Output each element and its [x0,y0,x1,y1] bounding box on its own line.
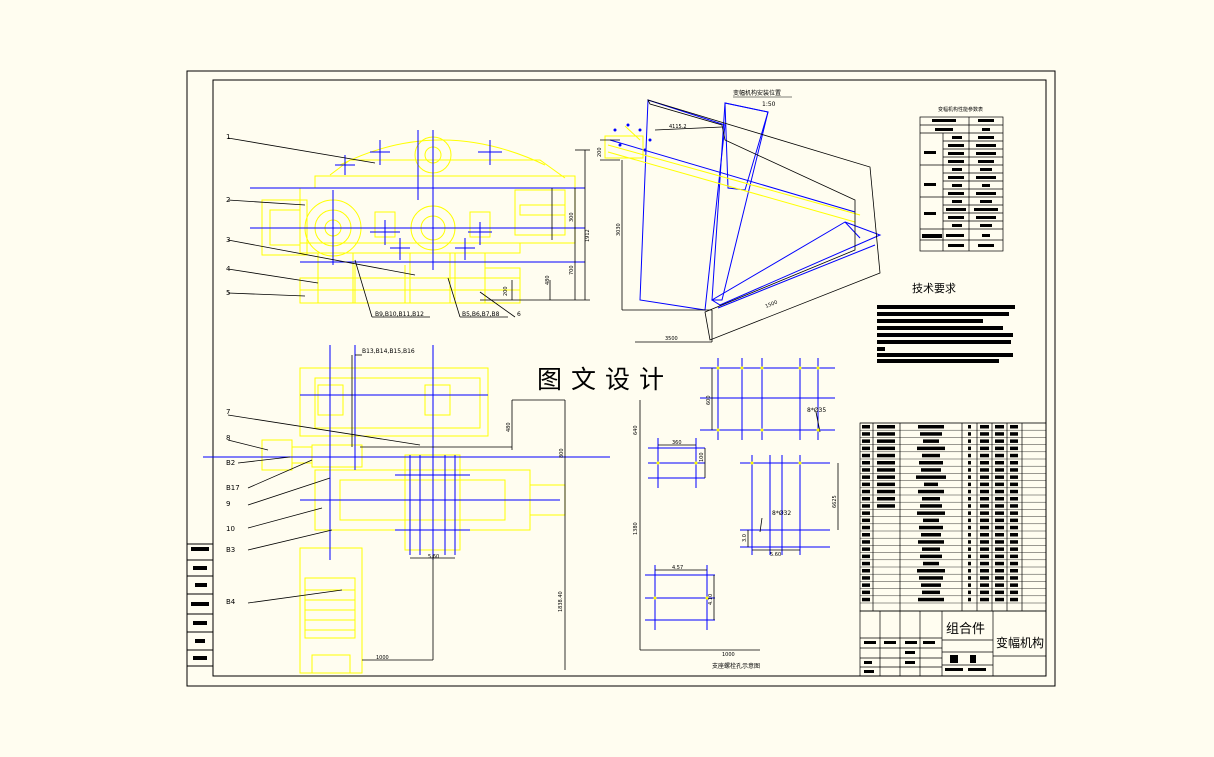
callout-4: 4 [226,265,231,273]
callout-8: 8 [226,434,230,442]
callout-b13-b16: B13,B14,B15,B16 [362,348,415,355]
param-table: 变幅机构性能参数表 [919,106,1004,252]
dim-5-60: 5.60 [428,554,439,560]
dim-480-plan: 480 [506,422,512,432]
dim-3030: 3030 [616,223,622,236]
callout-b4: B4 [226,598,236,606]
callout-10: 10 [226,525,235,533]
callout-7: 7 [226,408,230,416]
callout-5: 5 [226,289,230,297]
callout-2: 2 [226,196,230,204]
param-table-title: 变幅机构性能参数表 [938,106,983,113]
dim-1838: 1838.40 [558,591,564,612]
callout-3: 3 [226,236,230,244]
dim-200: 200 [503,286,509,296]
callout-b5-b8: B5,B6,B7,B8 [462,311,500,318]
title-block-title: 变幅机构 [996,635,1044,650]
dim-800: 800 [559,448,565,458]
plan-view: B13,B14,B15,B16 7 8 B2 B17 9 10 B3 B4 48… [203,345,610,674]
luffing-title: 变幅机构安装位置 [733,89,781,97]
callout-b2: B2 [226,459,235,467]
dim-1500: 1500 [765,300,779,310]
dim-6625: 6625 [832,495,838,508]
dim-100: 100 [699,452,705,462]
dim-4115: 4115.2 [669,124,687,130]
tech-requirements: 技术要求 [877,282,1015,363]
dim-360: 360 [672,440,682,446]
outer-frame [186,70,1056,687]
title-block-name: 组合件 [946,622,985,637]
note-8-35: 8*Ø35 [807,407,826,414]
foundation-title: 支座螺栓孔示意图 [712,662,760,670]
callout-9: 9 [226,500,230,508]
callout-6: 6 [517,311,521,318]
callout-b9-b12: B9,B10,B11,B12 [375,311,424,318]
callout-b3: B3 [226,546,235,554]
tech-req-title: 技术要求 [912,282,956,295]
dim-1380: 1380 [633,522,639,535]
dim-4-10: 4.10 [708,594,714,605]
luffing-view: 变幅机构安装位置 1:50 [597,89,882,343]
foundation-view: 8*Ø35 8*Ø32 640 600 360 100 1380 6625 3.… [633,358,839,670]
luffing-scale: 1:50 [762,101,776,108]
inner-frame [212,79,1047,677]
title-block: 组合件 变幅机构 [859,610,1047,677]
dim-200-luff: 200 [597,147,603,157]
dim-700: 700 [569,265,575,275]
side-strip [186,543,214,667]
elevation-view: 1 2 3 4 5 B9,B10,B11,B12 B5,B6,B7,B8 6 1… [226,130,591,318]
dim-300: 300 [569,212,575,222]
dim-1000: 1000 [376,655,389,661]
callout-b17: B17 [226,484,240,492]
callout-1: 1 [226,133,230,141]
note-8-32: 8*Ø32 [772,510,791,517]
dim-1912: 1912 [585,229,591,242]
dim-600: 600 [706,395,712,405]
dim-3-0: 3.0 [742,534,748,542]
dim-4-57: 4.57 [672,565,683,571]
dim-480: 480 [545,275,551,285]
dim-3500: 3500 [665,336,678,342]
watermark: 图文设计 [518,358,692,398]
dim-1000-f: 1000 [722,652,735,658]
dim-5-60-f: 5.60 [770,552,781,558]
parts-list [859,422,1047,612]
dim-640: 640 [633,425,639,435]
